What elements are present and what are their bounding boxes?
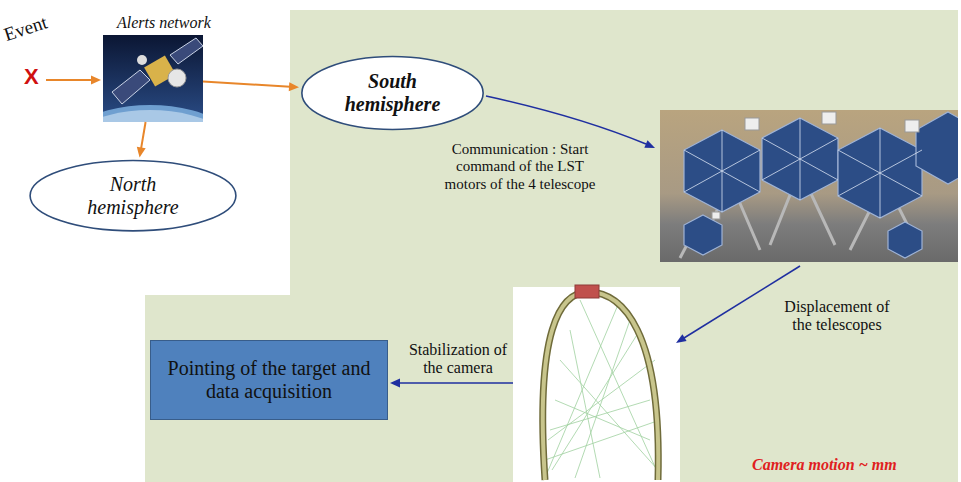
node-text: North hemisphere xyxy=(78,173,188,219)
annotation-label: X xyxy=(24,64,39,90)
picture-heading: Alerts network xyxy=(117,14,211,32)
process-arrow xyxy=(399,96,800,383)
arrowhead xyxy=(137,147,146,158)
connector-line xyxy=(203,82,290,87)
node-text: Pointing of the target and data acquisit… xyxy=(162,357,377,403)
telescopes-picture xyxy=(660,110,958,262)
picture-node: Alerts network xyxy=(103,35,203,122)
alert-connector xyxy=(203,82,299,92)
process-box: Pointing of the target and data acquisit… xyxy=(150,340,388,420)
event-arrow xyxy=(46,76,101,85)
node-text: South hemisphere xyxy=(338,70,448,116)
alert-connector xyxy=(137,122,146,157)
annotation-label: Communication : Start command of the LST… xyxy=(436,141,604,193)
arrowhead xyxy=(289,82,299,91)
connector-line xyxy=(141,122,146,149)
satellite-picture xyxy=(103,35,203,122)
annotation-label: Camera motion ~ mm xyxy=(752,456,897,474)
annotation-label: Event xyxy=(1,11,50,46)
camera-arch-picture xyxy=(513,285,680,482)
green-region xyxy=(145,10,958,482)
annotation-label: Stabilization of the camera xyxy=(404,341,512,376)
arrowhead xyxy=(390,140,687,387)
ellipse-node: South hemisphere xyxy=(300,55,485,131)
annotation-label: Displacement of the telescopes xyxy=(778,298,896,335)
ellipse-node: North hemisphere xyxy=(28,159,238,232)
